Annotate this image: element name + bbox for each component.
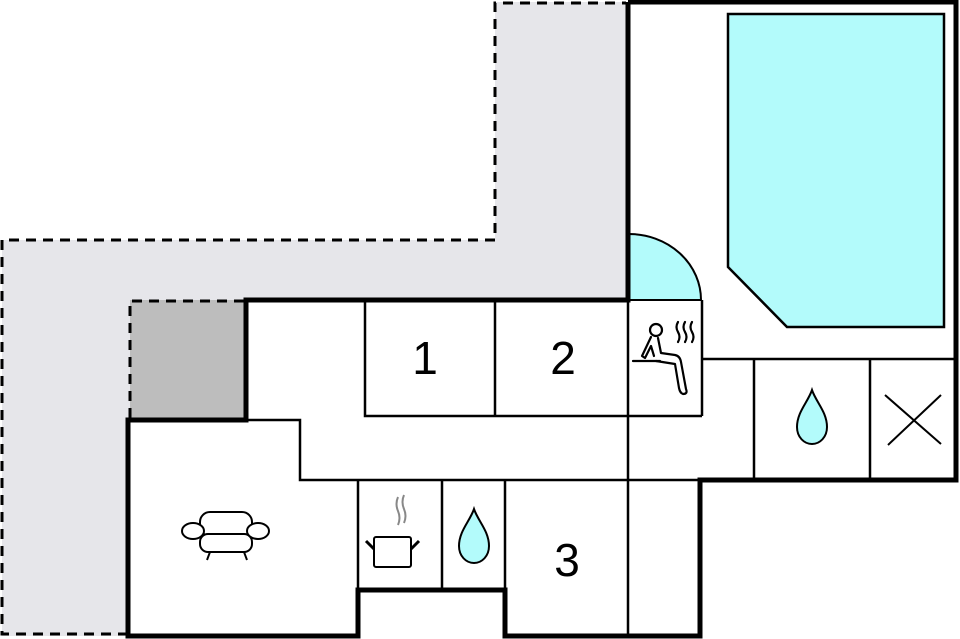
room-label-3: 3 (554, 534, 580, 586)
armchair-icon (181, 511, 270, 561)
pool-shower-arc (628, 232, 703, 301)
room-label-1: 1 (412, 332, 438, 384)
pool (726, 12, 946, 329)
interior-walls (246, 300, 956, 636)
interior (128, 300, 956, 636)
toilet-x-icon (884, 394, 942, 446)
covered-terrace (128, 299, 246, 420)
water-drop-icon (795, 386, 829, 446)
cooking-pot-icon (364, 494, 421, 568)
terrace (0, 1, 628, 636)
exterior-walls (125, 0, 959, 639)
sauna-icon (631, 320, 695, 396)
room-label-2: 2 (550, 332, 576, 384)
water-drop-icon (457, 505, 491, 565)
